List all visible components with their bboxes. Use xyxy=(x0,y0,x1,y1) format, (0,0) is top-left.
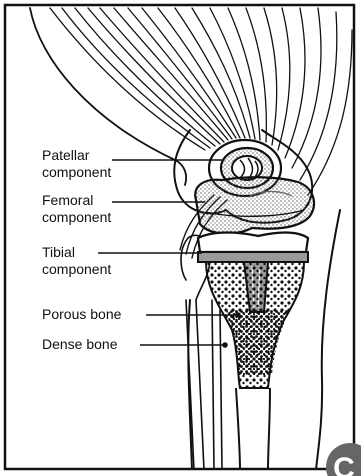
label-tibial-line1: Tibial xyxy=(42,244,111,261)
label-femoral: Femoral component xyxy=(42,192,111,226)
badge-letter: C xyxy=(333,452,355,476)
label-tibial-line2: component xyxy=(42,261,111,278)
label-patellar-line1: Patellar xyxy=(42,147,111,164)
label-femoral-line2: component xyxy=(42,209,111,226)
label-dense-bone: Dense bone xyxy=(42,336,118,353)
femoral-component xyxy=(195,177,314,233)
label-tibial: Tibial component xyxy=(42,244,111,278)
label-patellar: Patellar component xyxy=(42,147,111,181)
label-porous-bone: Porous bone xyxy=(42,306,121,323)
label-femoral-line1: Femoral xyxy=(42,192,111,209)
label-patellar-line2: component xyxy=(42,164,111,181)
